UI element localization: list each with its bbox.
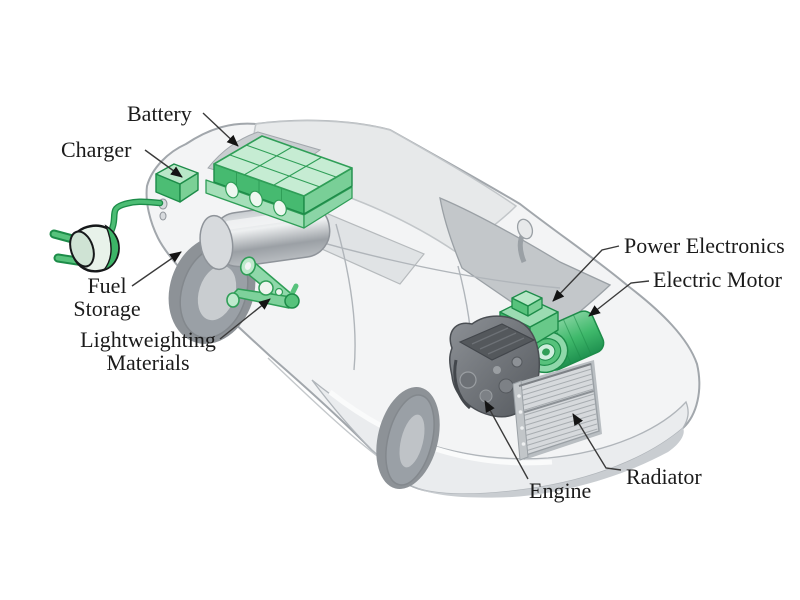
fuel-storage-leader-line xyxy=(131,251,182,287)
radiator-leader-line xyxy=(572,413,622,471)
lightweighting-leader-line xyxy=(219,298,271,340)
fuel-tank-endcap xyxy=(199,214,234,271)
label-fuel-storage: Fuel Storage xyxy=(73,273,141,321)
radiator-bolts xyxy=(517,394,526,446)
label-engine: Engine xyxy=(529,478,592,503)
battery-tray-right xyxy=(303,186,353,229)
charge-port-lower xyxy=(159,211,167,221)
bumper-shadow xyxy=(414,428,684,498)
label-charger: Charger xyxy=(61,137,132,162)
front-wheel-hub xyxy=(399,414,425,468)
label-lightweighting-materials: Lightweighting Materials xyxy=(80,327,216,375)
rear-wheel-hub xyxy=(197,265,237,321)
plug-cap xyxy=(101,224,120,272)
charging-plug-icon xyxy=(49,224,120,273)
label-electric-motor: Electric Motor xyxy=(653,267,782,292)
battery-connectors xyxy=(225,181,287,217)
charger-leader-line xyxy=(144,149,183,178)
battery-pack-icon xyxy=(205,135,353,229)
door-line-rear xyxy=(335,223,356,371)
battery-leader-line xyxy=(202,112,239,147)
engine-texture xyxy=(453,356,523,410)
power-electronics-leader-line xyxy=(552,245,620,302)
rocker-line xyxy=(267,357,381,459)
radiator-icon xyxy=(512,360,602,461)
battery-top-grid xyxy=(229,144,337,188)
charging-cable-icon xyxy=(104,198,164,241)
electric-motor-leader-line xyxy=(588,280,650,317)
label-power-electronics: Power Electronics xyxy=(624,233,785,258)
side-mirror-icon xyxy=(516,218,534,240)
label-battery: Battery xyxy=(127,101,192,126)
engine-ribs xyxy=(471,327,525,355)
label-radiator: Radiator xyxy=(626,464,702,489)
plug-face xyxy=(69,230,95,268)
engine-leader-line xyxy=(484,400,529,480)
radiator-fins xyxy=(519,368,598,452)
